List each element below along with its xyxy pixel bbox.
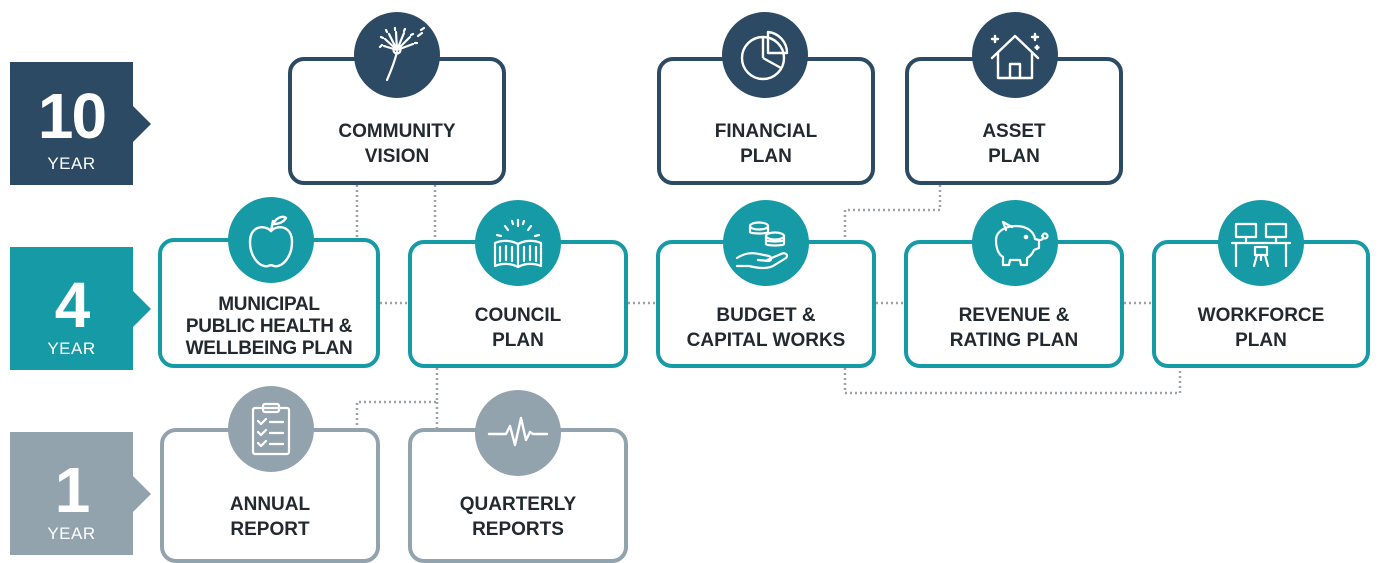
apple-icon xyxy=(228,197,314,283)
connector-asset-budget xyxy=(843,185,942,240)
connector-budget-workforce xyxy=(843,368,1182,395)
open-book-icon xyxy=(475,200,561,286)
tier-10-year: 10 YEAR xyxy=(10,62,151,185)
tier-arrow xyxy=(133,105,151,142)
house-icon xyxy=(972,12,1058,98)
piggy-bank-icon xyxy=(972,200,1058,286)
tier-1-year: 1 YEAR xyxy=(10,432,151,555)
dandelion-icon xyxy=(354,12,440,98)
coins-hand-icon xyxy=(723,200,809,286)
heartbeat-icon xyxy=(475,390,561,476)
tier-number: 1 xyxy=(54,454,91,526)
pie-chart-icon xyxy=(722,12,808,98)
tier-4-year: 4 YEAR xyxy=(10,247,151,370)
workstations-icon xyxy=(1218,200,1304,286)
connector-council-annual xyxy=(355,368,439,428)
tier-arrow xyxy=(133,290,151,327)
clipboard-checklist-icon xyxy=(228,386,314,472)
tier-unit: YEAR xyxy=(47,524,96,543)
box-label: REVENUE &RATING PLAN xyxy=(949,305,1079,351)
tier-number: 4 xyxy=(54,269,91,341)
tier-number: 10 xyxy=(37,80,107,152)
tier-unit: YEAR xyxy=(47,339,96,358)
tier-arrow xyxy=(133,475,151,512)
tier-unit: YEAR xyxy=(47,154,96,173)
box-label: BUDGET &CAPITAL WORKS xyxy=(686,305,846,351)
